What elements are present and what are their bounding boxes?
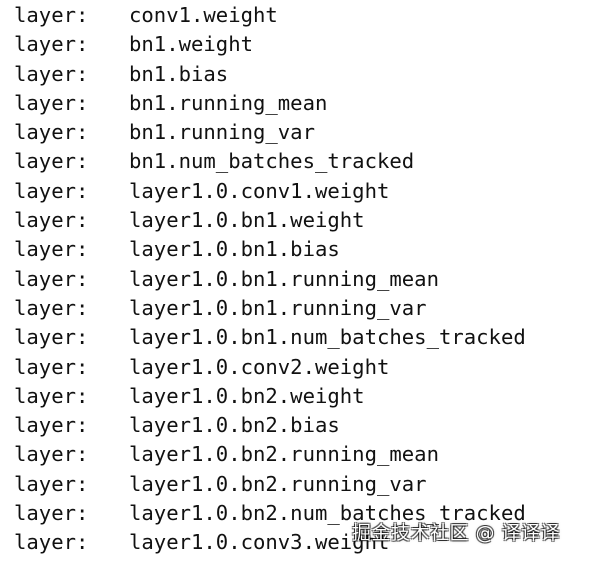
layer-name: conv1.weight xyxy=(129,3,278,27)
layer-name: bn1.running_var xyxy=(129,120,315,145)
layer-name: layer1.0.bn2.bias xyxy=(129,413,340,438)
layer-name: layer1.0.bn2.weight xyxy=(129,383,365,408)
output-line: layer: layer1.0.bn1.num_batches_tracked xyxy=(0,323,600,352)
layer-name: layer1.0.conv1.weight xyxy=(129,178,390,203)
layer-name: bn1.running_mean xyxy=(129,90,328,115)
layer-name: layer1.0.conv3.weight xyxy=(129,530,390,555)
layer-name: layer1.0.bn1.num_batches_tracked xyxy=(129,325,526,350)
layer-name: layer1.0.bn1.weight xyxy=(129,208,365,233)
line-prefix: layer: xyxy=(14,3,89,27)
output-line: layer: layer1.0.bn1.running_var xyxy=(0,294,600,323)
output-line: layer: bn1.bias xyxy=(0,60,600,89)
line-prefix: layer: xyxy=(14,354,89,379)
output-line: layer: layer1.0.bn1.running_mean xyxy=(0,265,600,294)
watermark: 掘金技术社区 @ 译译译 xyxy=(352,522,561,544)
output-line: layer: layer1.0.bn1.weight xyxy=(0,206,600,235)
line-prefix: layer: xyxy=(14,120,89,145)
line-prefix: layer: xyxy=(14,325,89,350)
line-prefix: layer: xyxy=(14,149,89,174)
line-prefix: layer: xyxy=(14,413,89,438)
output-line: layer: layer1.0.bn2.running_mean xyxy=(0,440,600,469)
line-prefix: layer: xyxy=(14,61,89,86)
layer-name: layer1.0.bn1.running_mean xyxy=(129,266,439,291)
line-prefix: layer: xyxy=(14,295,89,320)
output-line: layer: layer1.0.conv2.weight xyxy=(0,353,600,382)
output-line: layer: bn1.running_mean xyxy=(0,89,600,118)
line-prefix: layer: xyxy=(14,266,89,291)
layer-name: layer1.0.bn1.bias xyxy=(129,237,340,262)
layer-name: layer1.0.bn2.running_var xyxy=(129,471,427,496)
output-line: layer: bn1.num_batches_tracked xyxy=(0,147,600,176)
output-line: layer: layer1.0.conv3.weight xyxy=(0,528,600,557)
line-prefix: layer: xyxy=(14,383,89,408)
layer-name: bn1.num_batches_tracked xyxy=(129,149,415,174)
line-prefix: layer: xyxy=(14,237,89,262)
layer-name: bn1.bias xyxy=(129,61,229,86)
layer-name: layer1.0.bn2.running_mean xyxy=(129,442,439,467)
output-line: layer: conv1.weight xyxy=(0,1,600,30)
line-prefix: layer: xyxy=(14,178,89,203)
output-line: layer: layer1.0.bn1.bias xyxy=(0,235,600,264)
output-line: layer: layer1.0.bn2.running_var xyxy=(0,470,600,499)
layer-name: bn1.weight xyxy=(129,32,253,57)
line-prefix: layer: xyxy=(14,32,89,57)
line-prefix: layer: xyxy=(14,501,89,526)
output-line: layer: layer1.0.conv1.weight xyxy=(0,177,600,206)
line-prefix: layer: xyxy=(14,442,89,467)
line-prefix: layer: xyxy=(14,530,89,555)
layer-name: layer1.0.bn1.running_var xyxy=(129,295,427,320)
line-prefix: layer: xyxy=(14,208,89,233)
output-line: layer: layer1.0.bn2.bias xyxy=(0,411,600,440)
line-prefix: layer: xyxy=(14,471,89,496)
output-line: layer: bn1.weight xyxy=(0,30,600,59)
layer-name: layer1.0.bn2.num_batches_tracked xyxy=(129,501,526,526)
layer-name: layer1.0.conv2.weight xyxy=(129,354,390,379)
output-line: layer: bn1.running_var xyxy=(0,118,600,147)
line-prefix: layer: xyxy=(14,90,89,115)
output-line: layer: layer1.0.bn2.weight xyxy=(0,382,600,411)
output-line: layer: layer1.0.bn2.num_batches_tracked xyxy=(0,499,600,528)
